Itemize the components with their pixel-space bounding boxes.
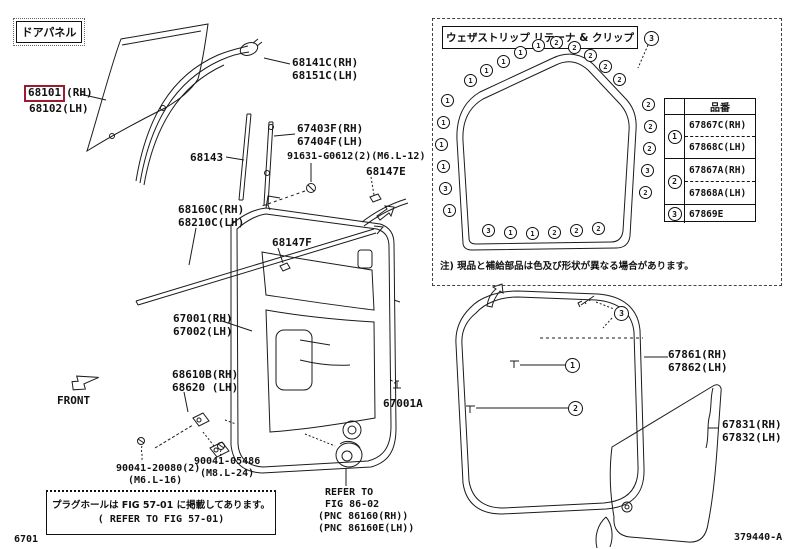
part-number-cell[interactable]: 67867A(RH)	[689, 164, 747, 176]
part-label-cover-lh[interactable]: 67832(LH)	[722, 431, 782, 444]
row-badge: 2	[667, 174, 682, 189]
retainer-callout-badge: 1	[526, 227, 539, 240]
row-badge: 1	[667, 129, 682, 144]
retainer-callout-badge: 2	[550, 36, 563, 49]
part-label-frame-moulding-lh[interactable]: 68151C(LH)	[292, 69, 359, 82]
part-label-glass-rh[interactable]: 68101(RH)	[24, 85, 93, 102]
part-label-cover-rh[interactable]: 67831(RH)	[722, 418, 782, 431]
part-number-cell[interactable]: 67869E	[689, 208, 724, 220]
hinge-drawing	[183, 391, 237, 458]
row-badge: 3	[667, 207, 682, 221]
part-label-hinge-lh[interactable]: 68620 (LH)	[172, 381, 239, 394]
part-label-small-screw[interactable]: 91631-G0612(2)(M6.L-12)	[287, 151, 426, 162]
retainer-callout-badge: 2	[584, 49, 597, 62]
part-label-cushion-e[interactable]: 68147E	[366, 165, 406, 178]
table-row: 3 67869E	[665, 204, 755, 223]
part-label-hinge-rh[interactable]: 68610B(RH)	[172, 368, 239, 381]
part-label-bolt-b[interactable]: 90041-05486	[194, 456, 261, 467]
part-number-table: 品番 1 67867C(RH) 67868C(LH) 2 67867A(RH) …	[664, 98, 756, 223]
small-screw-drawing	[261, 163, 316, 207]
drawing-number: 379440-A	[734, 532, 783, 543]
retainer-callout-badge: 2	[613, 73, 626, 86]
retainer-callout-badge: 1	[464, 74, 477, 87]
retainer-callout-badge: 1	[443, 204, 456, 217]
cushion-e-clip-drawing	[361, 176, 409, 227]
retainer-callout-badge: 2	[592, 222, 605, 235]
part-label-bolt-b-size: (M8.L-24)	[200, 468, 255, 479]
leader-lines	[79, 57, 296, 332]
part-label-division-bar-lh[interactable]: 67404F(LH)	[297, 135, 364, 148]
retainer-callout-badge: 2	[639, 186, 652, 199]
retainer-callout-badge: 2	[599, 60, 612, 73]
retainer-callout-badge: 3	[641, 164, 654, 177]
part-label-bolt-a[interactable]: 90041-20080(2)	[116, 463, 201, 474]
retainer-callout-badge: 1	[532, 39, 545, 52]
front-arrow-icon	[71, 375, 99, 391]
part-label-bolt-a-size: (M6.L-16)	[128, 475, 183, 486]
part-label-panel-rh[interactable]: 67001(RH)	[173, 312, 233, 325]
part-label-division-bar-rh[interactable]: 67403F(RH)	[297, 122, 364, 135]
retainer-callout-badge: 1	[514, 46, 527, 59]
door-panel-drawing	[230, 195, 401, 474]
section-tag: ドアパネル	[13, 18, 85, 46]
front-direction-label: FRONT	[57, 394, 91, 407]
glass-run-drawing	[238, 113, 252, 201]
retainer-callout-badge: 1	[441, 94, 454, 107]
inset-corner-badge: 3	[644, 31, 659, 46]
part-label-glass-lh[interactable]: 68102(LH)	[29, 102, 89, 115]
part-label-belt-moulding-lh[interactable]: 68210C(LH)	[178, 216, 245, 229]
retainer-callout-badge: 2	[568, 41, 581, 54]
speaker-ref-line3: (PNC 86160(RH))	[318, 511, 409, 522]
inset-boundary	[432, 18, 782, 286]
speaker-ref-line1: REFER TO	[325, 487, 374, 498]
belt-moulding-drawing	[135, 225, 384, 306]
part-label-panel-lh[interactable]: 67002(LH)	[173, 325, 233, 338]
retainer-callout-badge: 1	[497, 55, 510, 68]
retainer-callout-badge: 2	[643, 142, 656, 155]
retainer-callout-badge: 1	[437, 116, 450, 129]
plug-hole-note: プラグホールは FIG 57-01 に掲載してあります。 ( REFER TO …	[46, 490, 276, 535]
table-row: 1 67867C(RH) 67868C(LH)	[665, 114, 755, 158]
division-bar-drawing	[263, 121, 274, 211]
table-corner-cell	[665, 99, 685, 114]
cushion-f-clip-drawing	[277, 247, 291, 272]
service-hole-cover-drawing	[595, 384, 722, 549]
speaker-ref-line2: FIG 86-02	[325, 499, 380, 510]
retainer-callout-badge: 1	[435, 138, 448, 151]
plug-note-en: ( REFER TO FIG 57-01)	[97, 513, 225, 525]
retainer-callout-badge: 1	[480, 64, 493, 77]
speaker-drawing	[304, 433, 363, 486]
retainer-callout-badge: 2	[548, 226, 561, 239]
door-glass-drawing	[86, 23, 209, 153]
callout-badge-front: 1	[565, 358, 580, 373]
part-number-cell[interactable]: 67868A(LH)	[685, 181, 755, 204]
inset-note: 注) 現品と補給部品は色及び形状が異なる場合があります。	[440, 261, 694, 272]
retainer-callout-badge: 1	[437, 160, 450, 173]
retainer-callout-badge: 2	[570, 224, 583, 237]
part-label-frame-moulding-rh[interactable]: 68141C(RH)	[292, 56, 359, 69]
clip-67001a-drawing	[390, 379, 401, 389]
part-number-cell[interactable]: 67867C(RH)	[689, 120, 747, 131]
retainer-callout-badge: 1	[504, 226, 517, 239]
part-label-run-channel[interactable]: 68143	[190, 151, 224, 164]
retainer-callout-badge: 2	[644, 120, 657, 133]
retainer-callout-badge: 3	[482, 224, 495, 237]
speaker-ref-line4: (PNC 86160E(LH))	[318, 523, 415, 534]
callout-badge-rear: 2	[568, 401, 583, 416]
table-header: 品番	[710, 103, 730, 114]
part-label-clip-a[interactable]: 67001A	[383, 397, 423, 410]
table-row: 2 67867A(RH) 67868A(LH)	[665, 158, 755, 204]
retainer-callout-badge: 3	[439, 182, 452, 195]
part-number-cell[interactable]: 67868C(LH)	[685, 136, 755, 158]
part-label-cushion-f[interactable]: 68147F	[272, 236, 312, 249]
part-label-weatherstrip-rh[interactable]: 67861(RH)	[668, 348, 728, 361]
door-weatherstrip-drawing	[455, 283, 668, 515]
callout-badge-screw: 3	[614, 306, 629, 321]
retainer-callout-badge: 2	[642, 98, 655, 111]
plug-note-jp: プラグホールは FIG 57-01 に掲載してあります。	[51, 499, 271, 511]
figure-number: 6701	[14, 534, 39, 545]
part-highlight-box: 68101	[24, 85, 66, 102]
part-label-belt-moulding-rh[interactable]: 68160C(RH)	[178, 203, 245, 216]
part-label-weatherstrip-lh[interactable]: 67862(LH)	[668, 361, 728, 374]
